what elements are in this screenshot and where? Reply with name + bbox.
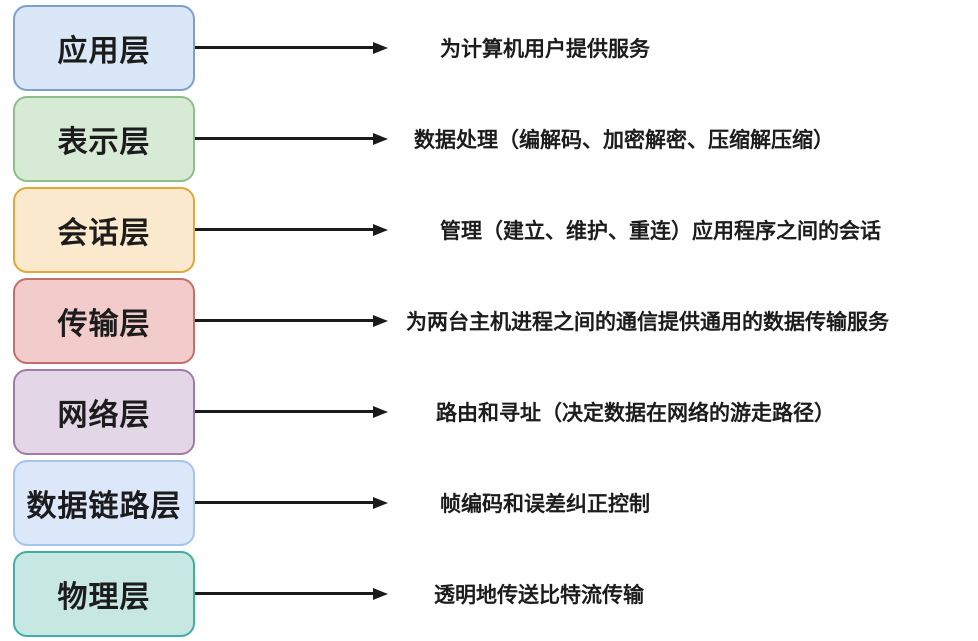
layer-row-application: 应用层 为计算机用户提供服务 — [13, 2, 978, 93]
arrowhead-icon — [373, 41, 388, 54]
arrowhead-icon — [373, 496, 388, 509]
layer-description-datalink: 帧编码和误差纠正控制 — [440, 492, 650, 516]
arrowhead-icon — [373, 132, 388, 145]
arrow-icon — [195, 132, 388, 145]
arrow-icon — [195, 314, 388, 327]
layer-label-session: 会话层 — [57, 216, 151, 250]
arrow-line — [195, 46, 373, 49]
layer-description-transport: 为两台主机进程之间的通信提供通用的数据传输服务 — [406, 310, 889, 334]
layer-box-application: 应用层 — [13, 4, 195, 91]
layer-row-datalink: 数据链路层 帧编码和误差纠正控制 — [13, 457, 978, 548]
arrow-icon — [195, 587, 388, 600]
layer-label-application: 应用层 — [57, 34, 151, 68]
layer-description-physical: 透明地传送比特流传输 — [434, 583, 644, 607]
arrowhead-icon — [373, 314, 388, 327]
arrow-line — [195, 410, 373, 413]
layer-box-network: 网络层 — [13, 368, 195, 455]
layer-label-network: 网络层 — [57, 398, 151, 432]
layer-box-datalink: 数据链路层 — [13, 459, 195, 546]
arrow-icon — [195, 405, 388, 418]
arrow-line — [195, 592, 373, 595]
arrow-icon — [195, 41, 388, 54]
layer-description-network: 路由和寻址（决定数据在网络的游走路径） — [436, 401, 835, 425]
layer-box-physical: 物理层 — [13, 550, 195, 637]
layer-box-presentation: 表示层 — [13, 95, 195, 182]
layer-description-application: 为计算机用户提供服务 — [440, 37, 650, 61]
layer-box-transport: 传输层 — [13, 277, 195, 364]
layer-description-presentation: 数据处理（编解码、加密解密、压缩解压缩） — [414, 128, 834, 152]
arrowhead-icon — [373, 223, 388, 236]
arrowhead-icon — [373, 587, 388, 600]
arrow-line — [195, 137, 373, 140]
arrow-icon — [195, 223, 388, 236]
arrow-icon — [195, 496, 388, 509]
arrow-line — [195, 228, 373, 231]
arrowhead-icon — [373, 405, 388, 418]
layer-row-presentation: 表示层 数据处理（编解码、加密解密、压缩解压缩） — [13, 93, 978, 184]
arrow-line — [195, 501, 373, 504]
layer-label-presentation: 表示层 — [57, 125, 151, 159]
layer-box-session: 会话层 — [13, 186, 195, 273]
layer-row-physical: 物理层 透明地传送比特流传输 — [13, 548, 978, 639]
layer-description-session: 管理（建立、维护、重连）应用程序之间的会话 — [440, 219, 881, 243]
layer-row-transport: 传输层 为两台主机进程之间的通信提供通用的数据传输服务 — [13, 275, 978, 366]
layer-row-session: 会话层 管理（建立、维护、重连）应用程序之间的会话 — [13, 184, 978, 275]
arrow-line — [195, 319, 373, 322]
layer-row-network: 网络层 路由和寻址（决定数据在网络的游走路径） — [13, 366, 978, 457]
layer-label-physical: 物理层 — [57, 580, 151, 614]
layer-label-datalink: 数据链路层 — [26, 489, 182, 523]
layer-label-transport: 传输层 — [57, 307, 151, 341]
